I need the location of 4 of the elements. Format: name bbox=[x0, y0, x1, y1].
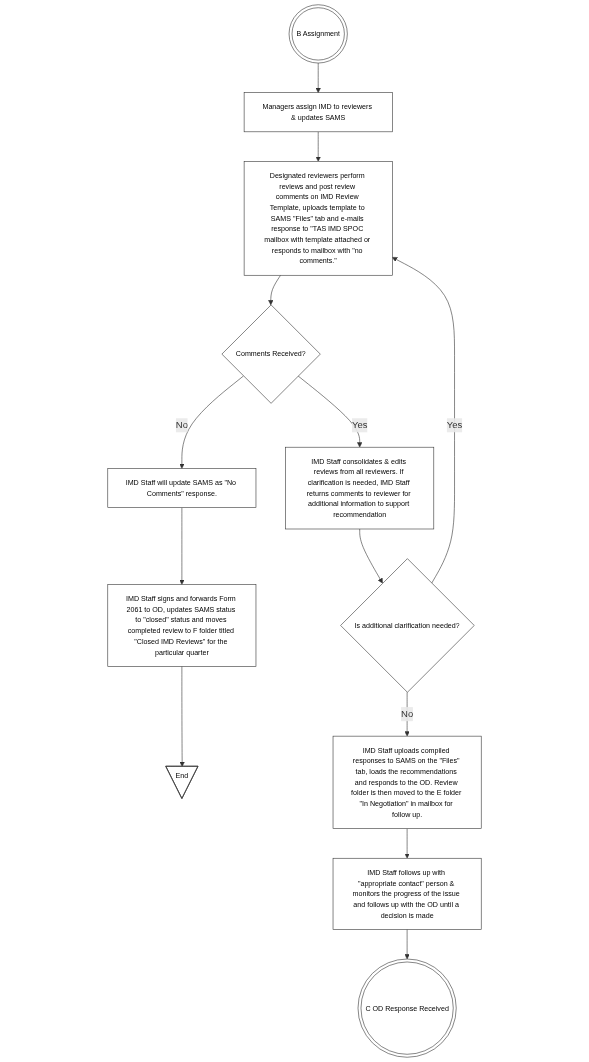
edge-label: No bbox=[401, 708, 414, 719]
edge-label: Yes bbox=[446, 419, 463, 431]
edge-label: Yes bbox=[351, 419, 368, 431]
edge-label: No bbox=[175, 419, 188, 431]
